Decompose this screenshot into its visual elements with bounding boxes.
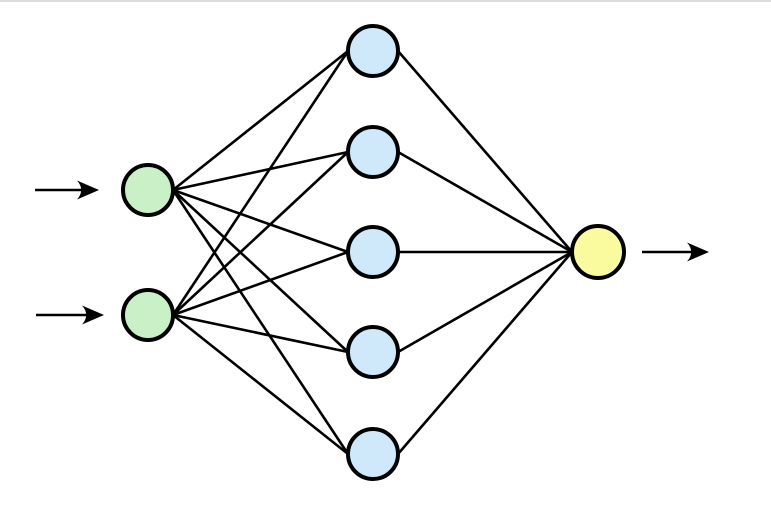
hidden-node-2 — [346, 125, 400, 179]
input-arrow-1-head-icon — [77, 180, 99, 200]
edge-in1-h3 — [172, 188, 349, 254]
input-arrow-2-head-icon — [82, 305, 104, 325]
edge-in1-h2 — [172, 150, 349, 192]
hidden-node-4 — [346, 325, 400, 379]
edge-in2-h2 — [172, 151, 349, 316]
edge-in1-h1 — [172, 49, 349, 192]
edge-in2-h3 — [172, 250, 349, 317]
edge-in2-h4 — [172, 313, 349, 354]
output-node-1 — [570, 224, 626, 280]
edge-in2-h5 — [172, 313, 349, 456]
edge-in1-h5 — [171, 189, 350, 455]
edge-h4-out1 — [397, 250, 573, 354]
edge-h1-out1 — [397, 50, 573, 253]
edge-in1-h4 — [172, 189, 349, 353]
input-node-1 — [121, 163, 175, 217]
edge-in2-h1 — [171, 50, 350, 316]
hidden-node-5 — [346, 427, 400, 481]
edge-h5-out1 — [397, 251, 573, 455]
edge-h2-out1 — [397, 150, 573, 254]
input-node-2 — [121, 288, 175, 342]
hidden-node-3 — [346, 225, 400, 279]
hidden-node-1 — [346, 24, 400, 78]
output-arrow-head-icon — [687, 242, 709, 262]
